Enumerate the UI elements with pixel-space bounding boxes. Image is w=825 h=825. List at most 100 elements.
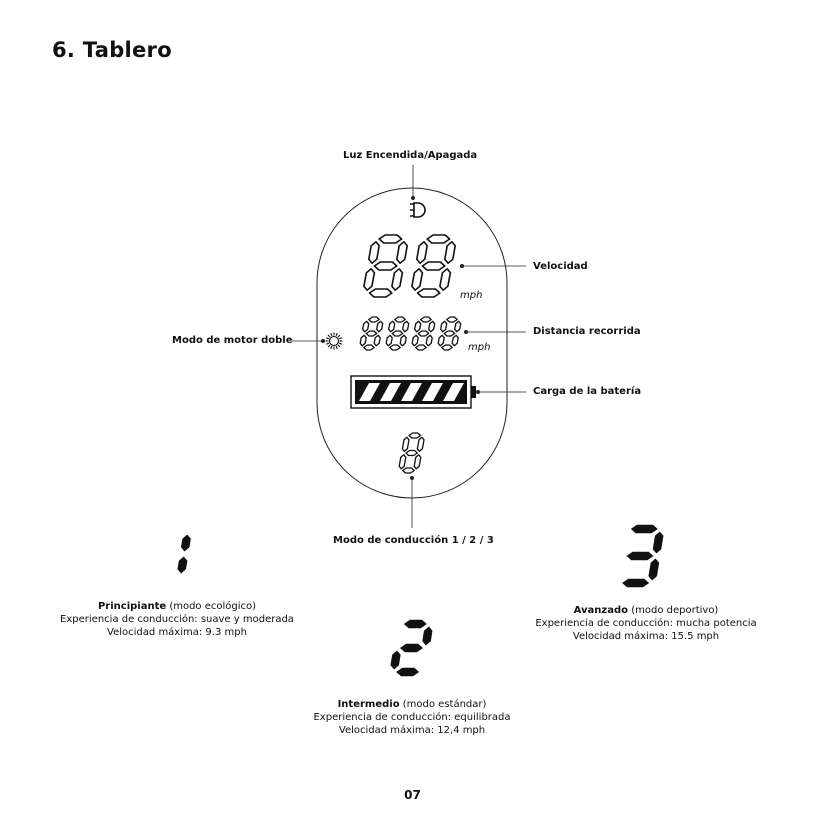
segment-c — [425, 334, 433, 347]
segment-b — [652, 531, 664, 554]
segment-c — [177, 556, 188, 574]
distance-digit — [437, 316, 462, 351]
segment-d — [396, 667, 420, 677]
segment-a — [446, 316, 458, 323]
segment-a — [403, 619, 427, 629]
dual-motor-tick — [327, 344, 331, 348]
page-title: 6. Tablero — [52, 38, 172, 62]
mode-1-max-speed: Velocidad máxima: 9.3 mph — [107, 627, 247, 638]
speed-digit — [411, 234, 457, 298]
mode-digit-2 — [390, 619, 433, 677]
dual-motor-tick — [335, 345, 338, 350]
mode-1-type: (modo ecológico) — [169, 601, 257, 612]
segment-f — [440, 320, 448, 333]
segment-e — [411, 267, 424, 292]
dual-motor-tick — [338, 342, 343, 345]
segment-e — [398, 454, 407, 470]
light-label: Luz Encendida/Apagada — [343, 150, 478, 161]
segment-c — [399, 334, 407, 347]
dual-motor-center — [328, 335, 340, 347]
mode-3-name: Avanzado — [573, 605, 629, 616]
segment-c — [391, 267, 404, 292]
segment-g — [626, 551, 654, 561]
segment-a — [368, 316, 380, 323]
segment-b — [428, 320, 436, 333]
segment-c — [439, 267, 452, 292]
mode-1-experience: Experiencia de conducción: suave y moder… — [60, 614, 294, 625]
speed-digit — [363, 234, 409, 298]
segment-b — [395, 241, 409, 265]
segment-c — [413, 454, 422, 470]
mode-2-caption: Intermedio (modo estándar) Experiencia d… — [287, 698, 537, 737]
segment-b — [402, 320, 410, 333]
segment-e — [437, 334, 445, 347]
battery-icon — [350, 375, 476, 409]
mode-3-type: (modo deportivo) — [631, 605, 719, 616]
segment-f — [414, 320, 422, 333]
segment-g — [400, 643, 423, 653]
page-number: 07 — [404, 788, 421, 802]
segment-a — [426, 234, 451, 244]
mode-3-caption: Avanzado (modo deportivo) Experiencia de… — [521, 604, 771, 643]
segment-f — [415, 241, 429, 265]
segment-d — [622, 578, 650, 588]
mode-display — [398, 432, 425, 474]
mode-digit-3 — [622, 524, 664, 588]
segment-d — [389, 344, 401, 351]
dual-motor-tick — [330, 332, 333, 337]
segment-c — [451, 334, 459, 347]
distance-unit: mph — [468, 342, 490, 353]
segment-a — [378, 234, 403, 244]
segment-c — [373, 334, 381, 347]
dual-motor-tick — [337, 334, 341, 338]
segment-d — [363, 344, 375, 351]
dual-motor-tick — [325, 342, 330, 345]
segment-e — [390, 650, 401, 670]
segment-g — [405, 449, 419, 457]
battery-bar — [422, 383, 443, 401]
segment-f — [362, 320, 370, 333]
mode-2-type: (modo estándar) — [402, 699, 487, 710]
segment-a — [630, 524, 658, 534]
mode-2-max-speed: Velocidad máxima: 12,4 mph — [338, 725, 486, 736]
speed-label: Velocidad — [533, 261, 588, 272]
riding-mode-label: Modo de conducción 1 / 2 / 3 — [333, 535, 494, 546]
dual-motor-tick — [325, 337, 330, 340]
segment-f — [401, 436, 410, 452]
mode-3-experience: Experiencia de conducción: mucha potenci… — [535, 618, 757, 629]
segment-f — [367, 241, 381, 265]
dual-motor-icon — [325, 332, 343, 350]
mode-2-experience: Experiencia de conducción: equilibrada — [313, 712, 511, 723]
mode-digit — [398, 432, 425, 474]
segment-g — [373, 261, 398, 271]
dual-motor-tick — [327, 334, 331, 338]
mode-3-max-speed: Velocidad máxima: 15.5 mph — [572, 631, 720, 642]
segment-f — [388, 320, 396, 333]
segment-c — [648, 558, 660, 581]
dual-motor-tick — [338, 337, 343, 340]
segment-d — [402, 467, 415, 474]
segment-b — [180, 534, 191, 552]
mode-2-name: Intermedio — [337, 699, 400, 710]
segment-a — [394, 316, 406, 323]
segment-e — [411, 334, 419, 347]
dual-motor-label: Modo de motor doble — [172, 335, 293, 346]
speed-unit: mph — [460, 290, 482, 301]
segment-g — [421, 261, 446, 271]
dual-motor-tick — [330, 345, 333, 350]
distance-digit — [359, 316, 384, 351]
battery-bar — [359, 383, 380, 401]
mode-digit-1 — [177, 534, 191, 574]
mode-1-caption: Principiante (modo ecológico) Experienci… — [52, 600, 302, 639]
segment-a — [420, 316, 432, 323]
dual-motor-tick — [337, 344, 341, 348]
segment-b — [443, 241, 457, 265]
speed-display — [363, 234, 457, 298]
distance-label: Distancia recorrida — [533, 326, 641, 337]
segment-b — [416, 436, 425, 452]
segment-e — [385, 334, 393, 347]
headlight-icon — [410, 202, 426, 218]
dual-motor-tick — [335, 332, 338, 337]
battery-bar — [380, 383, 401, 401]
